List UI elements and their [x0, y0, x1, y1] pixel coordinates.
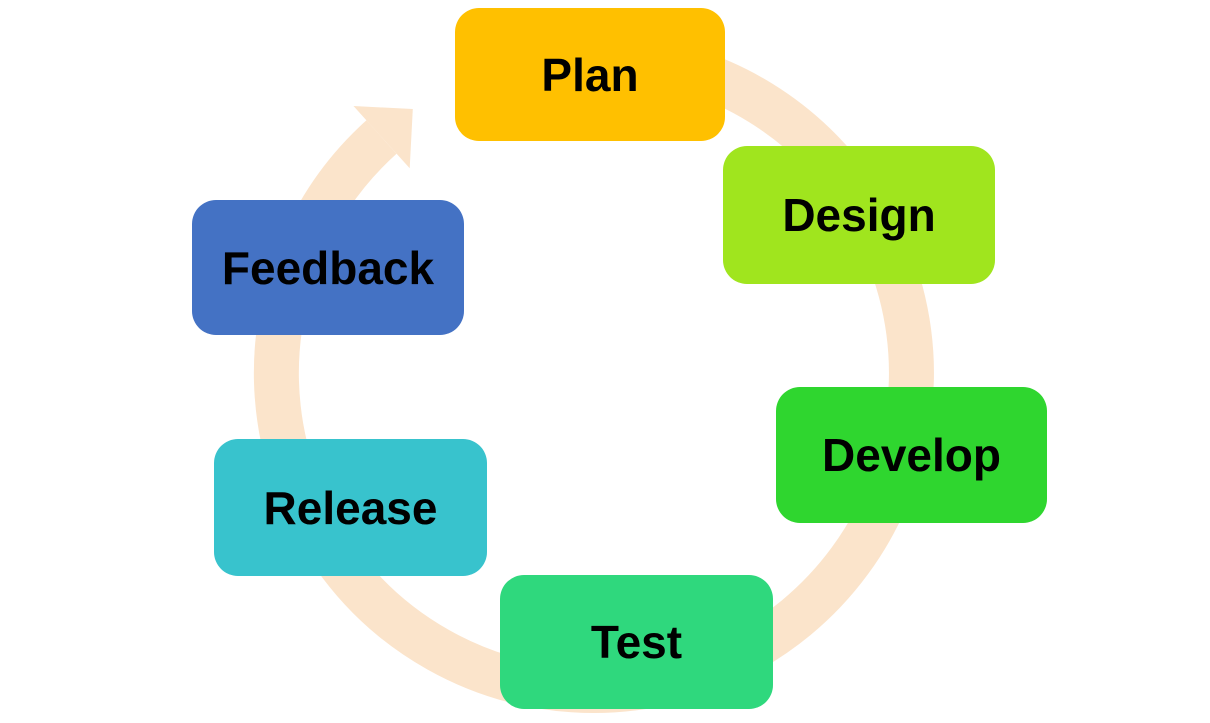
step-plan: Plan: [455, 8, 725, 141]
step-test: Test: [500, 575, 773, 709]
cycle-arrow-head: [353, 106, 413, 169]
step-feedback: Feedback: [192, 200, 464, 335]
step-design: Design: [723, 146, 995, 284]
step-release: Release: [214, 439, 487, 576]
step-develop: Develop: [776, 387, 1047, 523]
